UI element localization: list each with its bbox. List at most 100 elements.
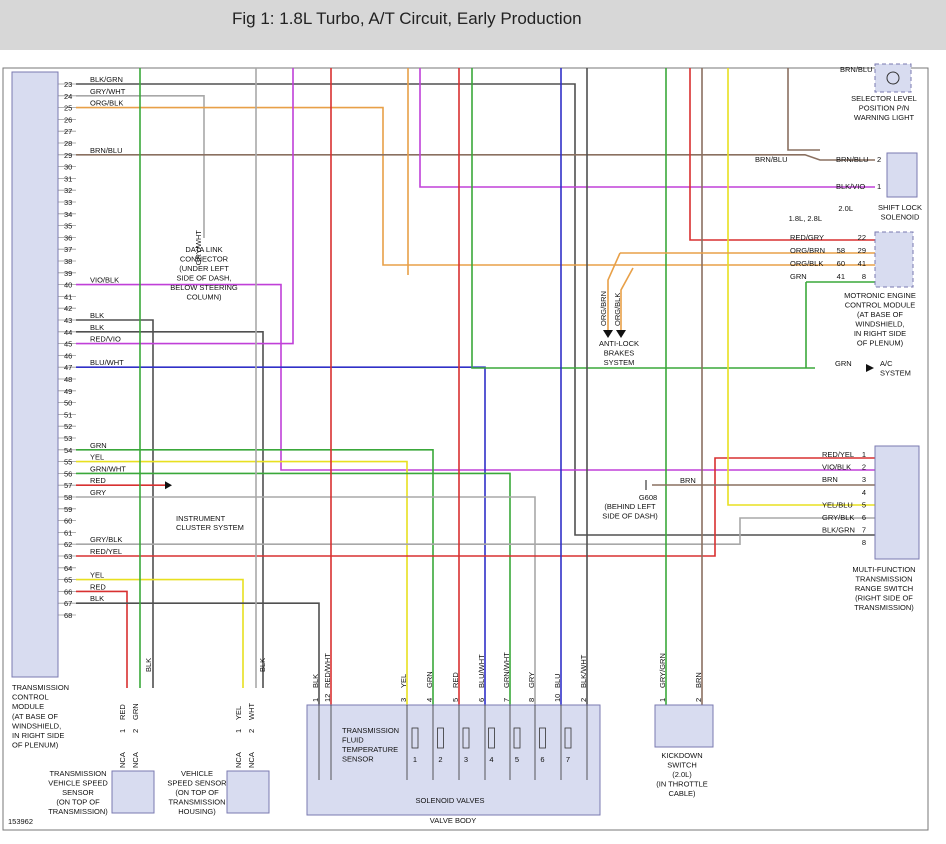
wire-blk-44 [76, 330, 264, 688]
valve-pin: 5 [451, 698, 460, 702]
component-layer [11, 63, 920, 816]
wire-red-66 [76, 590, 128, 688]
vss-wire-label: RED [118, 704, 127, 720]
shift-lock-caption: SHIFT LOCK [878, 203, 922, 212]
valve-wire-label: GRN/WHT [502, 652, 511, 688]
mfs-wire-label: BLK/GRN [822, 526, 855, 535]
kickdown-caption: (2.0L) [672, 770, 692, 779]
valve-pin: 4 [425, 698, 434, 702]
tcm-pin-number: 33 [64, 198, 72, 207]
mfs-pin: 2 [862, 463, 866, 472]
shift-lock-wire-label: BRN/BLU [836, 155, 869, 164]
wire-abs-1 [607, 252, 621, 330]
ac-caption: A/C [880, 359, 893, 368]
tcm-wire-label: RED/YEL [90, 547, 122, 556]
vss-pin: 1 [118, 729, 127, 733]
valve-wire-label: RED/WHT [323, 653, 332, 688]
ground-wire-label: BRN [680, 476, 696, 485]
sensor-caption: SENSOR [342, 755, 374, 764]
figure-id: 153962 [8, 817, 33, 826]
tcm-pin-number: 44 [64, 328, 72, 337]
valve-body-caption: VALVE BODY [430, 816, 476, 825]
valve-pin: 2 [579, 698, 588, 702]
selector-light-box [874, 63, 912, 93]
selector-caption: POSITION P/N [859, 104, 909, 113]
tcm-pin-number: 63 [64, 552, 72, 561]
arrow-icon [165, 481, 172, 490]
solenoid-coil-icon [564, 727, 572, 749]
shift-lock-left-label: BRN/BLU [755, 155, 788, 164]
wire-red-vio [76, 68, 294, 345]
dlc-wire-label: GRY/WHT [194, 230, 203, 266]
tcm-pin-number: 26 [64, 115, 72, 124]
solenoid-coil-icon [488, 727, 495, 749]
tcm-wire-label: GRY/BLK [90, 535, 122, 544]
tcm-pin-number: 34 [64, 210, 72, 219]
wire-blk-67 [76, 602, 320, 705]
shift-lock-caption: SOLENOID [881, 213, 920, 222]
tcm-wire-label: VIO/BLK [90, 276, 119, 285]
tcm-caption: TRANSMISSION [12, 683, 69, 692]
shift-lock-wire-label: BLK/VIO [836, 182, 865, 191]
valve-pin: 3 [399, 698, 408, 702]
valve-wire-label: BLU/WHT [477, 654, 486, 688]
mfs-wire-label: VIO/BLK [822, 463, 851, 472]
wire-red-yel [76, 457, 875, 557]
ecm-pin-2: 8 [862, 272, 866, 281]
vs2-caption: SPEED SENSOR [167, 779, 227, 788]
tcm-wire-label: BLU/WHT [90, 358, 124, 367]
page-title: Fig 1: 1.8L Turbo, A/T Circuit, Early Pr… [232, 9, 582, 28]
tcm-wire-label: GRN [90, 441, 107, 450]
tcm-pin-number: 23 [64, 80, 72, 89]
tcm-pin-number: 66 [64, 587, 72, 596]
tcm-pin-number: 30 [64, 163, 72, 172]
dlc-caption: CONNECTOR [180, 255, 229, 264]
solenoid-number: 5 [515, 755, 519, 764]
shield-label: BLK [144, 658, 153, 672]
valve-wire-label: YEL [399, 674, 408, 688]
tcm-wire-label: BRN/BLU [90, 146, 123, 155]
solenoid-number: 1 [413, 755, 417, 764]
dlc-caption: SIDE OF DASH, [176, 274, 231, 283]
tcm-pin-number: 31 [64, 174, 72, 183]
valve-pin: 1 [311, 698, 320, 702]
mfs-wire-label: YEL/BLU [822, 500, 853, 509]
selector-caption: SELECTOR LEVEL [851, 94, 917, 103]
valve-wire-label: GRY [527, 672, 536, 688]
tcm-box [11, 71, 59, 678]
ecm-pin-2: 41 [858, 259, 866, 268]
tcm-wire-label: BLK/GRN [90, 75, 123, 84]
tcm-pin-number: 42 [64, 304, 72, 313]
abs-caption: ANTI-LOCK [599, 339, 639, 348]
ac-wire-label: GRN [835, 359, 852, 368]
ecm-wire-label: GRN [790, 272, 807, 281]
wire-blk-43 [76, 319, 154, 688]
ecm-caption: WINDSHIELD, [855, 320, 904, 329]
ecm-caption: CONTROL MODULE [845, 301, 916, 310]
tcm-caption: WINDSHIELD, [12, 721, 61, 730]
selector-wire-label: BRN/BLU [840, 65, 873, 74]
vs2-wire-label: WHT [247, 703, 256, 720]
valve-wire-label: GRN [425, 671, 434, 688]
shift-lock-box [886, 152, 918, 198]
tcm-caption: CONTROL [12, 693, 49, 702]
mfs-caption: (RIGHT SIDE OF [855, 594, 913, 603]
valve-wire-label: BLK [311, 674, 320, 688]
valve-wire-label: RED [451, 672, 460, 688]
instrument-cluster-caption: INSTRUMENT [176, 514, 226, 523]
sensor-caption: TEMPERATURE [342, 745, 398, 754]
mfs-wire-label: RED/YEL [822, 450, 854, 459]
tcm-wire-label: GRN/WHT [90, 464, 126, 473]
solenoid-coil-icon [539, 727, 546, 749]
valve-pin: 8 [527, 698, 536, 702]
mfs-caption: RANGE SWITCH [855, 584, 913, 593]
vs2-wire-label: YEL [234, 706, 243, 720]
tcm-pin-number: 67 [64, 599, 72, 608]
tcm-pin-number: 68 [64, 611, 72, 620]
mfs-pin: 3 [862, 475, 866, 484]
wire-grn-54 [76, 448, 434, 705]
sensor-caption: FLUID [342, 736, 364, 745]
ecm-pin-1: 41 [837, 272, 845, 281]
tcm-wire-label: BLK [90, 311, 104, 320]
tcm-pin-number: 43 [64, 316, 72, 325]
